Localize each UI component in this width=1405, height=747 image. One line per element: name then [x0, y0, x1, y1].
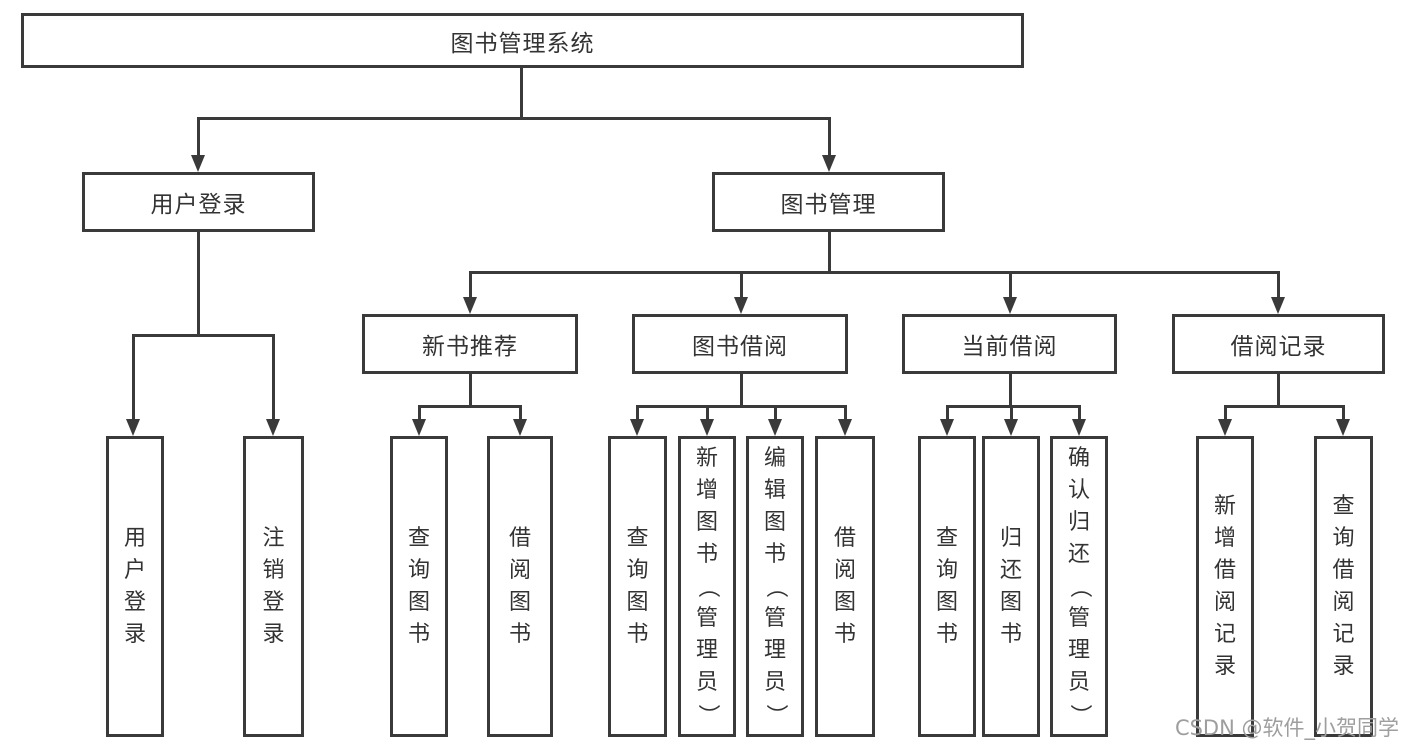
arrowhead-down-icon [734, 297, 748, 314]
leaf-logout: 注销登录 [243, 436, 304, 737]
connector-book-mgmt-branch [469, 271, 1280, 274]
leaf-add-borrow-record-label: 新增借阅记录 [1213, 493, 1236, 679]
node-user-login-label: 用户登录 [150, 192, 247, 218]
arrowhead-down-icon [630, 419, 644, 436]
connector-root-stem [520, 68, 523, 117]
leaf-query-borrow-record: 查询借阅记录 [1314, 436, 1373, 737]
watermark: CSDN @软件_小贺同学 [1174, 716, 1399, 740]
leaf-borrow-books-label: 借阅图书 [833, 525, 856, 647]
arrowhead-down-icon [191, 155, 205, 172]
connector-book-mgmt-drop-2 [740, 274, 743, 298]
connector-records-drop-1 [1224, 408, 1227, 420]
arrowhead-down-icon [126, 419, 140, 436]
connector-records-branch [1224, 405, 1345, 408]
leaf-user-login: 用户登录 [106, 436, 164, 737]
leaf-confirm-return-admin: 确认归还（管理员） [1050, 436, 1108, 737]
leaf-query-books-recommend: 查询图书 [390, 436, 448, 737]
arrowhead-down-icon [1072, 419, 1086, 436]
arrowhead-down-icon [463, 297, 477, 314]
connector-root-drop-right [828, 120, 831, 156]
connector-borrowing-drop-1 [636, 408, 639, 420]
connector-root-branch [197, 117, 831, 120]
connector-user-login-branch [132, 334, 275, 337]
leaf-add-books-admin-label: 新增图书（管理员） [694, 445, 720, 726]
arrowhead-down-icon [513, 419, 527, 436]
leaf-edit-books-admin-label: 编辑图书（管理员） [762, 445, 788, 726]
leaf-user-login-label: 用户登录 [123, 525, 146, 647]
leaf-edit-books-admin: 编辑图书（管理员） [746, 436, 804, 737]
connector-book-mgmt-stem [828, 232, 831, 274]
arrowhead-down-icon [700, 419, 714, 436]
arrowhead-down-icon [1271, 297, 1285, 314]
connector-book-mgmt-drop-1 [469, 274, 472, 298]
node-book-borrowing: 图书借阅 [632, 314, 848, 374]
connector-recommend-drop-2 [519, 408, 522, 420]
node-root-library-system: 图书管理系统 [21, 13, 1024, 68]
connector-current-drop-1 [946, 408, 949, 420]
connector-user-login-drop-1 [132, 337, 135, 420]
arrowhead-down-icon [768, 419, 782, 436]
node-current-borrowing: 当前借阅 [902, 314, 1117, 374]
node-root-label: 图书管理系统 [450, 30, 595, 57]
leaf-add-borrow-record: 新增借阅记录 [1196, 436, 1254, 737]
connector-recommend-branch [418, 405, 522, 408]
connector-borrowing-drop-3 [774, 408, 777, 420]
leaf-add-books-admin: 新增图书（管理员） [678, 436, 736, 737]
leaf-query-books-current: 查询图书 [918, 436, 976, 737]
connector-user-login-stem [197, 232, 200, 334]
leaf-return-books-label: 归还图书 [999, 525, 1022, 647]
arrowhead-down-icon [1004, 419, 1018, 436]
node-new-book-recommend-label: 新书推荐 [422, 334, 518, 360]
node-new-book-recommend: 新书推荐 [362, 314, 578, 374]
node-current-borrowing-label: 当前借阅 [961, 334, 1058, 360]
connector-borrowing-drop-4 [844, 408, 847, 420]
leaf-query-books-current-label: 查询图书 [935, 525, 958, 647]
connector-current-branch [946, 405, 1081, 408]
arrowhead-down-icon [1218, 419, 1232, 436]
arrowhead-down-icon [412, 419, 426, 436]
leaf-borrow-books-recommend-label: 借阅图书 [508, 525, 531, 647]
connector-current-drop-2 [1010, 408, 1013, 420]
connector-root-drop-left [197, 120, 200, 156]
arrowhead-down-icon [1336, 419, 1350, 436]
connector-book-mgmt-drop-3 [1009, 274, 1012, 298]
arrowhead-down-icon [940, 419, 954, 436]
leaf-borrow-books-recommend: 借阅图书 [487, 436, 553, 737]
leaf-query-books-borrow-label: 查询图书 [626, 525, 649, 647]
arrowhead-down-icon [838, 419, 852, 436]
connector-borrowing-stem [740, 374, 743, 406]
arrowhead-down-icon [266, 419, 280, 436]
node-book-management: 图书管理 [712, 172, 945, 232]
connector-current-drop-3 [1078, 408, 1081, 420]
connector-current-stem [1009, 374, 1012, 406]
connector-book-mgmt-drop-4 [1277, 274, 1280, 298]
connector-records-stem [1277, 374, 1280, 406]
leaf-borrow-books: 借阅图书 [815, 436, 875, 737]
node-borrowing-records-label: 借阅记录 [1230, 334, 1327, 360]
connector-recommend-stem [469, 374, 472, 406]
connector-records-drop-2 [1342, 408, 1345, 420]
node-book-management-label: 图书管理 [780, 192, 877, 218]
leaf-return-books: 归还图书 [982, 436, 1040, 737]
connector-borrowing-drop-2 [706, 408, 709, 420]
connector-user-login-drop-2 [272, 337, 275, 420]
node-borrowing-records: 借阅记录 [1172, 314, 1385, 374]
node-user-login: 用户登录 [82, 172, 315, 232]
arrowhead-down-icon [822, 155, 836, 172]
connector-recommend-drop-1 [418, 408, 421, 420]
leaf-query-borrow-record-label: 查询借阅记录 [1332, 493, 1355, 679]
arrowhead-down-icon [1003, 297, 1017, 314]
leaf-query-books-recommend-label: 查询图书 [407, 525, 430, 647]
leaf-confirm-return-admin-label: 确认归还（管理员） [1066, 445, 1092, 726]
node-book-borrowing-label: 图书借阅 [692, 334, 788, 360]
leaf-logout-label: 注销登录 [262, 525, 285, 647]
connector-borrowing-branch [636, 405, 847, 408]
leaf-query-books-borrow: 查询图书 [608, 436, 667, 737]
